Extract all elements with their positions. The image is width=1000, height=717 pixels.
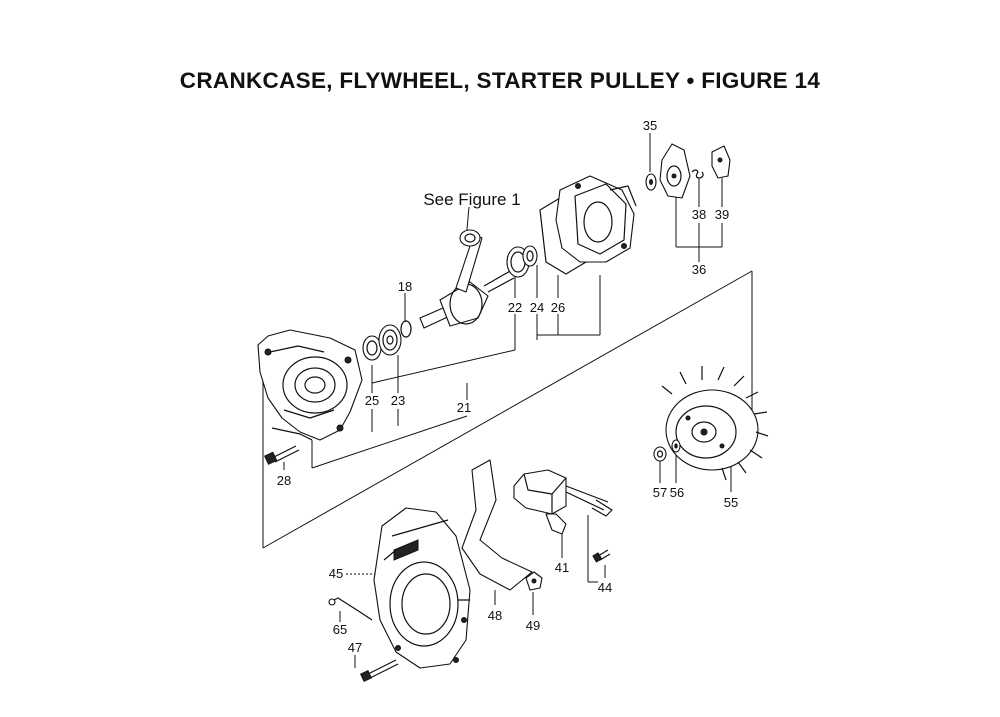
callout-56: 56 — [670, 485, 684, 500]
callout-18: 18 — [398, 279, 412, 294]
callout-48: 48 — [488, 608, 502, 623]
flywheel-55 — [661, 366, 769, 481]
callout-49: 49 — [526, 618, 540, 633]
callout-35: 35 — [643, 118, 657, 133]
crankcase-right-half — [555, 175, 637, 263]
circlip-18 — [400, 320, 412, 338]
crankshaft-assembly — [419, 229, 515, 329]
callout-labels: See Figure 1 35 38 39 36 18 22 24 26 25 … — [277, 118, 738, 655]
callout-25: 25 — [365, 393, 379, 408]
callout-21: 21 — [457, 400, 471, 415]
washer-56 — [671, 439, 681, 453]
callout-65: 65 — [333, 622, 347, 637]
callout-26: 26 — [551, 300, 565, 315]
crankcase-left-half — [257, 329, 363, 441]
guide-plate-48 — [461, 459, 533, 591]
oil-seal-24 — [522, 245, 538, 267]
nut-57 — [653, 446, 667, 462]
callout-22: 22 — [508, 300, 522, 315]
callout-39: 39 — [715, 207, 729, 222]
screw-44 — [592, 549, 611, 563]
screw-47 — [360, 659, 399, 682]
fan-cover-45 — [373, 507, 471, 669]
callout-24: 24 — [530, 300, 544, 315]
callout-38: 38 — [692, 207, 706, 222]
nut-49 — [525, 571, 543, 591]
callout-36: 36 — [692, 262, 706, 277]
screw-28 — [264, 445, 300, 465]
callout-44: 44 — [598, 580, 612, 595]
starter-pulley-36 — [659, 143, 691, 199]
callout-41: 41 — [555, 560, 569, 575]
callout-see-figure-1: See Figure 1 — [423, 190, 520, 209]
bearing-25 — [362, 335, 382, 361]
callout-28: 28 — [277, 473, 291, 488]
ground-wire-65 — [328, 597, 373, 621]
spring-38 — [691, 169, 704, 179]
callout-55: 55 — [724, 495, 738, 510]
callout-47: 47 — [348, 640, 362, 655]
ignition-coil-41 — [513, 469, 613, 535]
pawl-39 — [711, 145, 731, 179]
callout-23: 23 — [391, 393, 405, 408]
callout-45: 45 — [329, 566, 343, 581]
washer-35 — [645, 173, 657, 191]
callout-57: 57 — [653, 485, 667, 500]
leader-lines — [262, 133, 753, 668]
page-title: CRANKCASE, FLYWHEEL, STARTER PULLEY • FI… — [179, 68, 821, 93]
bearing-23 — [378, 324, 402, 356]
